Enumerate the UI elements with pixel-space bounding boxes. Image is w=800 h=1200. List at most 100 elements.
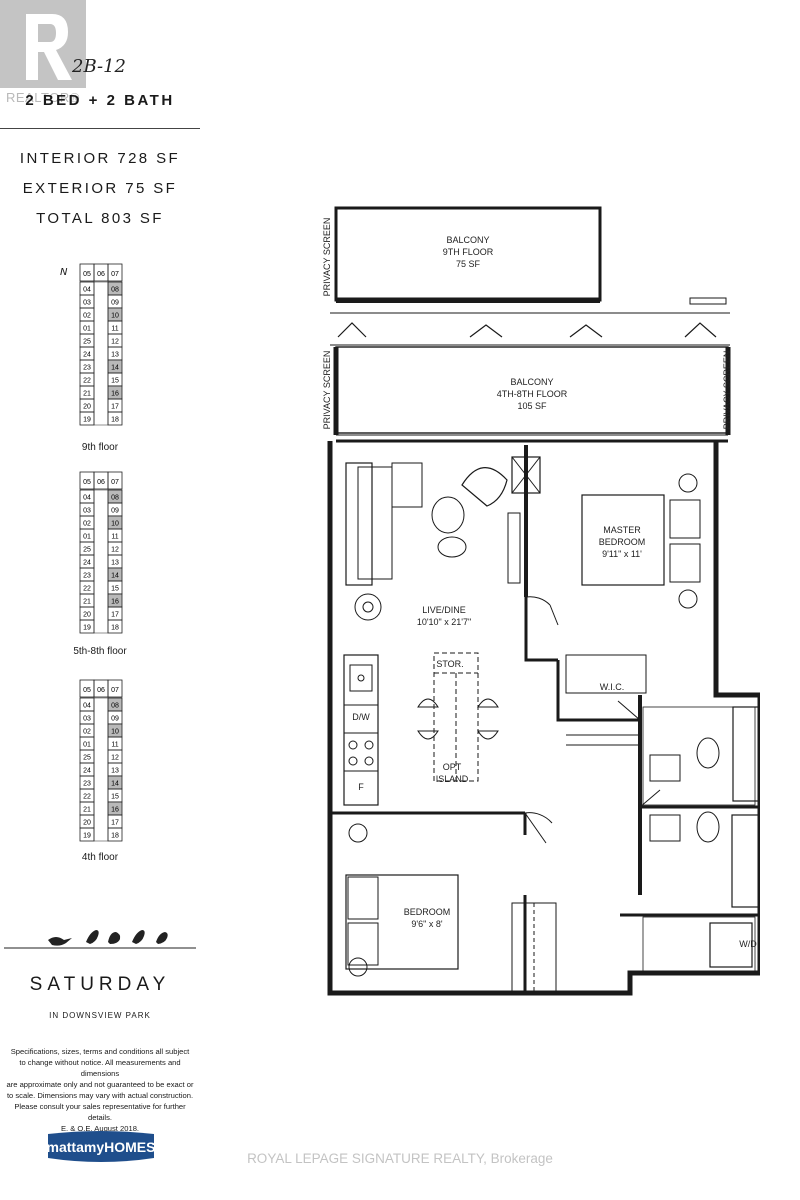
svg-text:9TH FLOOR: 9TH FLOOR	[443, 247, 494, 257]
privacy-screen-label: PRIVACY SCREEN	[322, 218, 332, 297]
keyplan-unit-label: 15	[111, 586, 119, 593]
disclaimer: Specifications, sizes, terms and conditi…	[6, 1047, 194, 1133]
keyplan-unit-label: 01	[83, 742, 91, 749]
keyplan-unit-label: 08	[111, 495, 119, 502]
keyplan-unit	[107, 263, 123, 282]
keyplan-unit-label: 04	[83, 287, 91, 294]
total-area: TOTAL 803 SF	[36, 210, 164, 227]
svg-text:9'6" x 8': 9'6" x 8'	[411, 919, 442, 929]
mattamy-homes-logo: mattamyHOMES	[47, 1131, 155, 1162]
keyplan-caption: 4th floor	[81, 852, 119, 863]
keyplan-unit-label: 23	[83, 365, 91, 372]
washer-dryer-label: W/D	[739, 939, 757, 949]
keyplan-unit-label: 09	[111, 300, 119, 307]
keyplan-unit	[107, 679, 123, 698]
storage-label: STOR.	[436, 659, 463, 669]
keyplan-unit-label: 06	[97, 479, 105, 486]
keyplan-unit-label: 05	[83, 479, 91, 486]
keyplan-unit-label: 15	[111, 378, 119, 385]
keyplan-unit-label: 22	[83, 586, 91, 593]
keyplan-unit-label: 10	[111, 313, 119, 320]
keyplan-corridor	[93, 489, 109, 634]
keyplan-unit-label: 04	[83, 495, 91, 502]
svg-text:BEDROOM: BEDROOM	[599, 537, 646, 547]
keyplan-caption: 9th floor	[81, 442, 119, 453]
keyplan-unit-label: 03	[83, 716, 91, 723]
keyplan-unit-label: 18	[111, 625, 119, 632]
keyplan-unit-label: 21	[83, 391, 91, 398]
keyplan-unit-label: 14	[111, 573, 119, 580]
keyplan-unit-label: 02	[83, 521, 91, 528]
keyplan-unit-label: 12	[111, 755, 119, 762]
brand-subtitle: IN DOWNSVIEW PARK	[49, 1011, 151, 1020]
keyplan-unit-label: 21	[83, 807, 91, 814]
keyplan-unit-label: 23	[83, 573, 91, 580]
keyplan-unit-label: 22	[83, 794, 91, 801]
keyplan-unit-label: 09	[111, 716, 119, 723]
keyplan-unit-label: 25	[83, 547, 91, 554]
keyplan-unit-label: 02	[83, 313, 91, 320]
keyplan-unit-label: 25	[83, 339, 91, 346]
keyplan-unit-label: 17	[111, 612, 119, 619]
keyplan-unit-label: 13	[111, 352, 119, 359]
keyplan-unit-label: 16	[111, 599, 119, 606]
bedroom-label: BEDROOM	[404, 907, 451, 917]
keyplan-unit-label: 06	[97, 687, 105, 694]
keyplan-unit-label: 23	[83, 781, 91, 788]
keyplan-unit-label: 17	[111, 820, 119, 827]
svg-text:ISLAND: ISLAND	[436, 774, 469, 784]
plan-labels: BALCONY 9TH FLOOR 75 SF BALCONY 4TH-8TH …	[322, 218, 757, 949]
keyplan-unit-label: 24	[83, 560, 91, 567]
keyplan-unit-label: 15	[111, 794, 119, 801]
keyplan-unit-label: 21	[83, 599, 91, 606]
keyplan-unit-label: 14	[111, 365, 119, 372]
north-arrow-icon: N	[60, 267, 68, 278]
keyplan-unit-label: 02	[83, 729, 91, 736]
brand-name: SATURDAY	[29, 974, 171, 995]
keyplan-unit-label: 06	[97, 271, 105, 278]
keyplan-unit-label: 03	[83, 508, 91, 515]
keyplan-caption: 5th-8th floor	[73, 646, 127, 657]
divider	[0, 128, 200, 129]
keyplan-unit-label: 24	[83, 768, 91, 775]
svg-text:PRIVACY SCREEN: PRIVACY SCREEN	[722, 351, 732, 430]
keyplan-unit-label: 09	[111, 508, 119, 515]
keyplan-unit-label: 18	[111, 833, 119, 840]
keyplan-unit-label: 19	[83, 417, 91, 424]
master-bedroom-label: MASTER	[603, 525, 641, 535]
balcony-4-8-label: BALCONY	[510, 377, 553, 387]
keyplan-unit-label: 16	[111, 391, 119, 398]
keyplan-unit-label: 18	[111, 417, 119, 424]
keyplan-unit-label: 10	[111, 521, 119, 528]
keyplan-unit-label: 07	[111, 687, 119, 694]
keyplan-unit-label: 11	[111, 326, 118, 333]
keyplan-unit-label: 19	[83, 625, 91, 632]
keyplan-unit-label: 04	[83, 703, 91, 710]
keyplan-unit-label: 01	[83, 534, 91, 541]
fridge-label: F	[358, 782, 364, 792]
balcony-9-label: BALCONY	[446, 235, 489, 245]
keyplan-unit-label: 05	[83, 271, 91, 278]
keyplan-unit-label: 22	[83, 378, 91, 385]
realtor-trademark: REALTOR®	[6, 90, 80, 105]
keyplan-unit-label: 03	[83, 300, 91, 307]
floor-plan: BALCONY 9TH FLOOR 75 SF BALCONY 4TH-8TH …	[322, 206, 760, 996]
realtor-logo	[0, 0, 86, 88]
svg-text:9'11" x 11': 9'11" x 11'	[602, 549, 642, 559]
brokerage-watermark: ROYAL LEPAGE SIGNATURE REALTY, Brokerage	[247, 1151, 553, 1166]
unit-code: 2B-12	[72, 56, 126, 77]
keyplan-unit-label: 24	[83, 352, 91, 359]
wic-label: W.I.C.	[600, 682, 625, 692]
unit-type: 2 BED + 2 BATH	[25, 92, 175, 109]
svg-text:105 SF: 105 SF	[517, 401, 547, 411]
interior-area: INTERIOR 728 SF	[19, 150, 181, 167]
keyplan-unit-label: 13	[111, 560, 119, 567]
keyplan-unit-label: 07	[111, 271, 119, 278]
keyplan-unit-label: 05	[83, 687, 91, 694]
keyplan-unit-label: 13	[111, 768, 119, 775]
